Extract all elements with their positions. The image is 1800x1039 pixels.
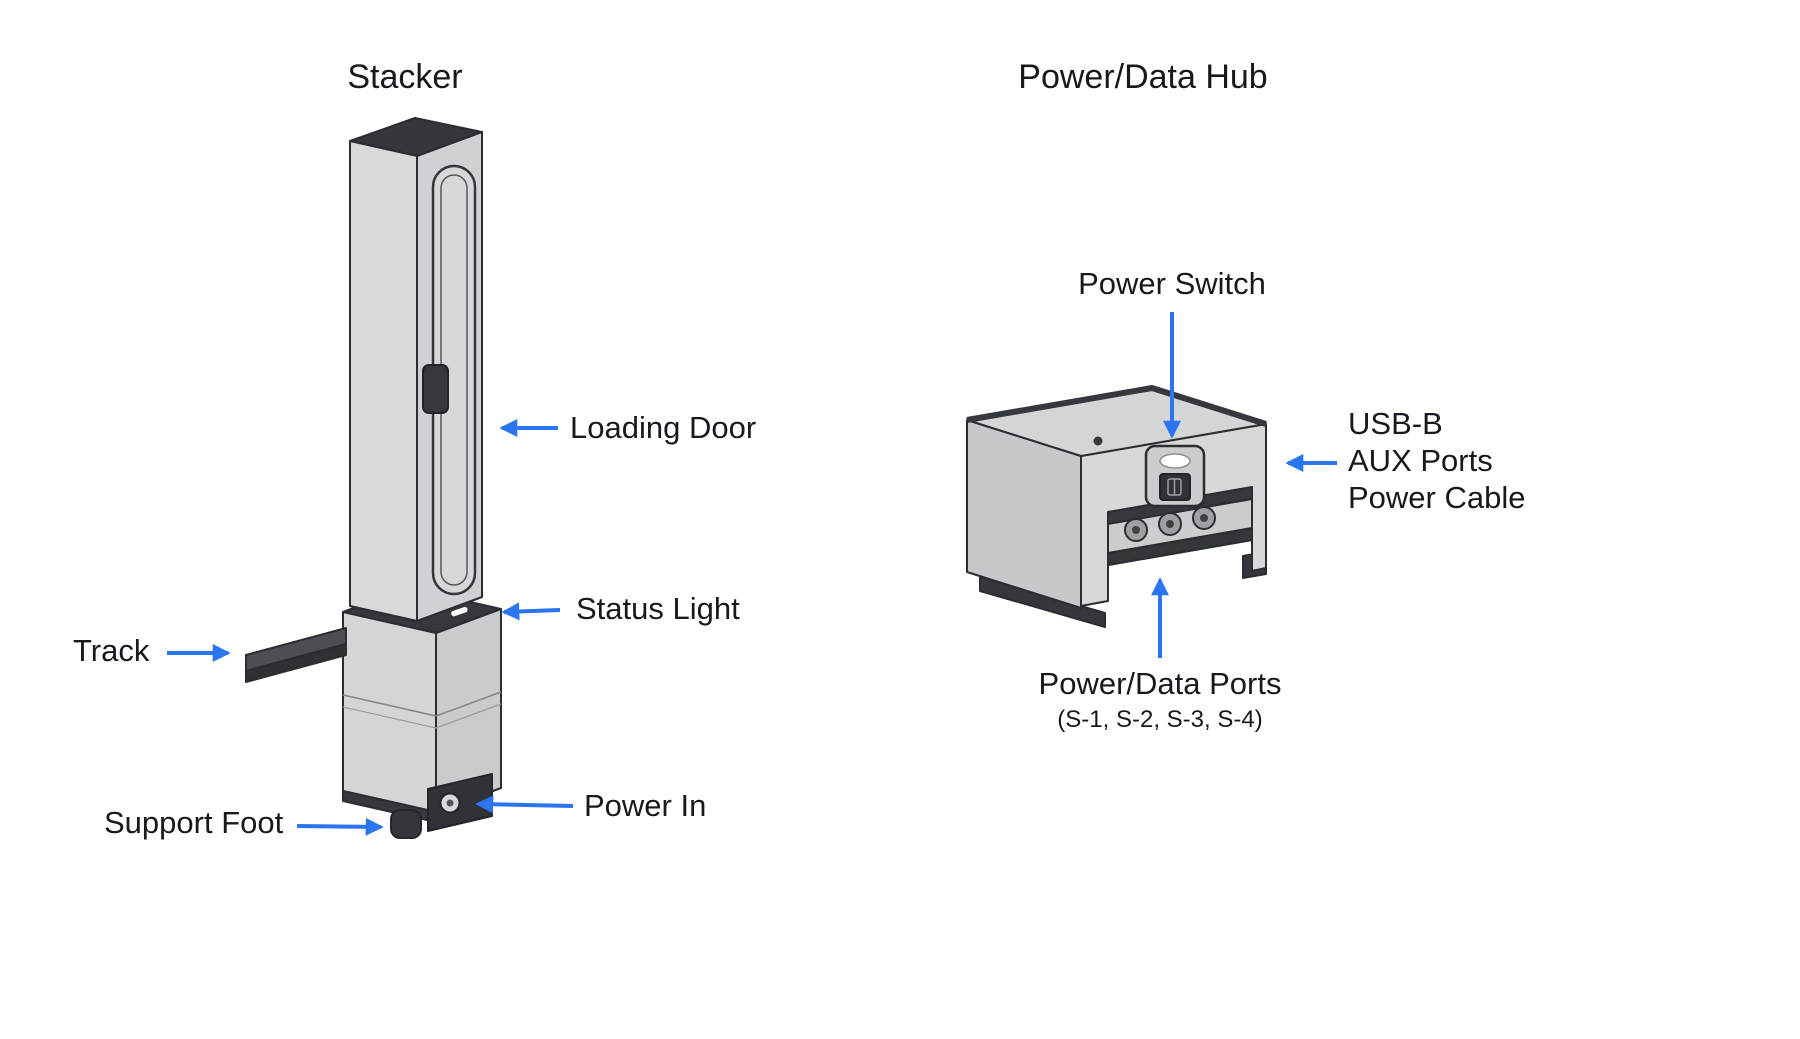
stacker-illustration <box>245 117 502 839</box>
hub-top-dot <box>1093 436 1103 446</box>
hub-top-rim <box>966 385 1267 427</box>
label-power-switch: Power Switch <box>1078 266 1266 301</box>
base-seam-line <box>342 694 437 717</box>
status-light-arrow <box>501 602 561 621</box>
base-seam-line <box>435 691 502 717</box>
track-front-face <box>245 643 347 683</box>
power-in-arrow <box>475 795 574 814</box>
hub-illustration <box>966 385 1267 628</box>
label-status-light: Status Light <box>576 591 740 626</box>
label-loading-door: Loading Door <box>570 410 757 445</box>
power-in-jack-pin <box>446 799 454 807</box>
label-track: Track <box>73 633 150 668</box>
label-power-cable: Power Cable <box>1348 480 1526 515</box>
base-seam-line <box>342 706 437 729</box>
status-light <box>451 606 468 617</box>
callout-arrows <box>167 312 1337 836</box>
stacker-base-front-face <box>435 608 502 813</box>
label-usb-b: USB-B <box>1348 406 1443 441</box>
stacker-tower-left-face <box>349 140 418 622</box>
loading-door-handle <box>422 364 449 414</box>
label-power-in: Power In <box>584 788 707 823</box>
port-pin <box>1200 514 1208 522</box>
label-support-foot: Support Foot <box>104 805 284 840</box>
label-power-data-ports-sub: (S-1, S-2, S-3, S-4) <box>1057 706 1263 733</box>
stacker-title: Stacker <box>347 58 463 96</box>
hub-title: Power/Data Hub <box>1018 58 1268 96</box>
stacker-base-left-face <box>342 611 437 813</box>
port-pin <box>1132 526 1140 534</box>
port-pin <box>1166 520 1174 528</box>
power-switch-button <box>1159 453 1191 469</box>
support-foot <box>390 809 422 839</box>
label-power-data-ports: Power/Data Ports <box>1038 666 1282 701</box>
hub-right-face <box>1080 423 1267 607</box>
label-aux-ports: AUX Ports <box>1348 443 1493 478</box>
support-foot-arrow <box>296 817 384 836</box>
base-seam-line <box>435 703 502 729</box>
